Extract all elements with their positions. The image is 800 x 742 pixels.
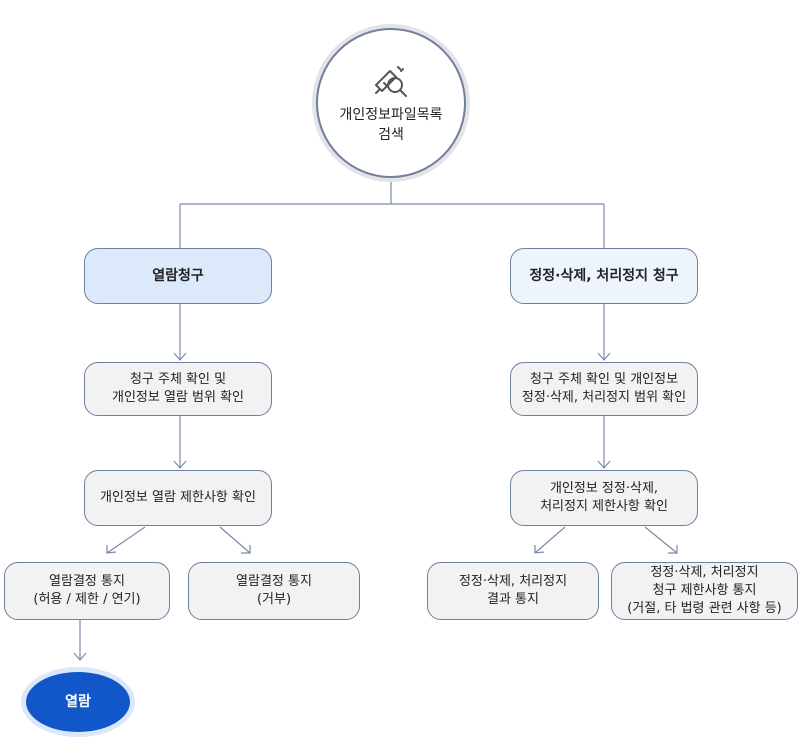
right-step-restriction-check: 개인정보 정정·삭제, 처리정지 제한사항 확인 bbox=[510, 470, 698, 526]
final-viewing-node: 열람 bbox=[26, 672, 130, 732]
root-node: 개인정보파일목록 검색 bbox=[316, 28, 466, 178]
left-result-refuse: 열람결정 통지 (거부) bbox=[188, 562, 360, 620]
right-result-notice: 정정·삭제, 처리정지 결과 통지 bbox=[427, 562, 599, 620]
right-result-restriction-notice: 정정·삭제, 처리정지 청구 제한사항 통지 (거절, 타 법령 관련 사항 등… bbox=[611, 562, 798, 620]
left-result-allow: 열람결정 통지 (허용 / 제한 / 연기) bbox=[4, 562, 170, 620]
search-document-icon bbox=[375, 66, 407, 97]
left-step-identity-check: 청구 주체 확인 및 개인정보 열람 범위 확인 bbox=[84, 362, 272, 416]
right-step-identity-check: 청구 주체 확인 및 개인정보 정정·삭제, 처리정지 범위 확인 bbox=[510, 362, 698, 416]
header-viewing-request: 열람청구 bbox=[84, 248, 272, 304]
header-correction-request: 정정·삭제, 처리정지 청구 bbox=[510, 248, 698, 304]
root-label: 개인정보파일목록 검색 bbox=[339, 107, 443, 143]
left-step-restriction-check: 개인정보 열람 제한사항 확인 bbox=[84, 470, 272, 526]
